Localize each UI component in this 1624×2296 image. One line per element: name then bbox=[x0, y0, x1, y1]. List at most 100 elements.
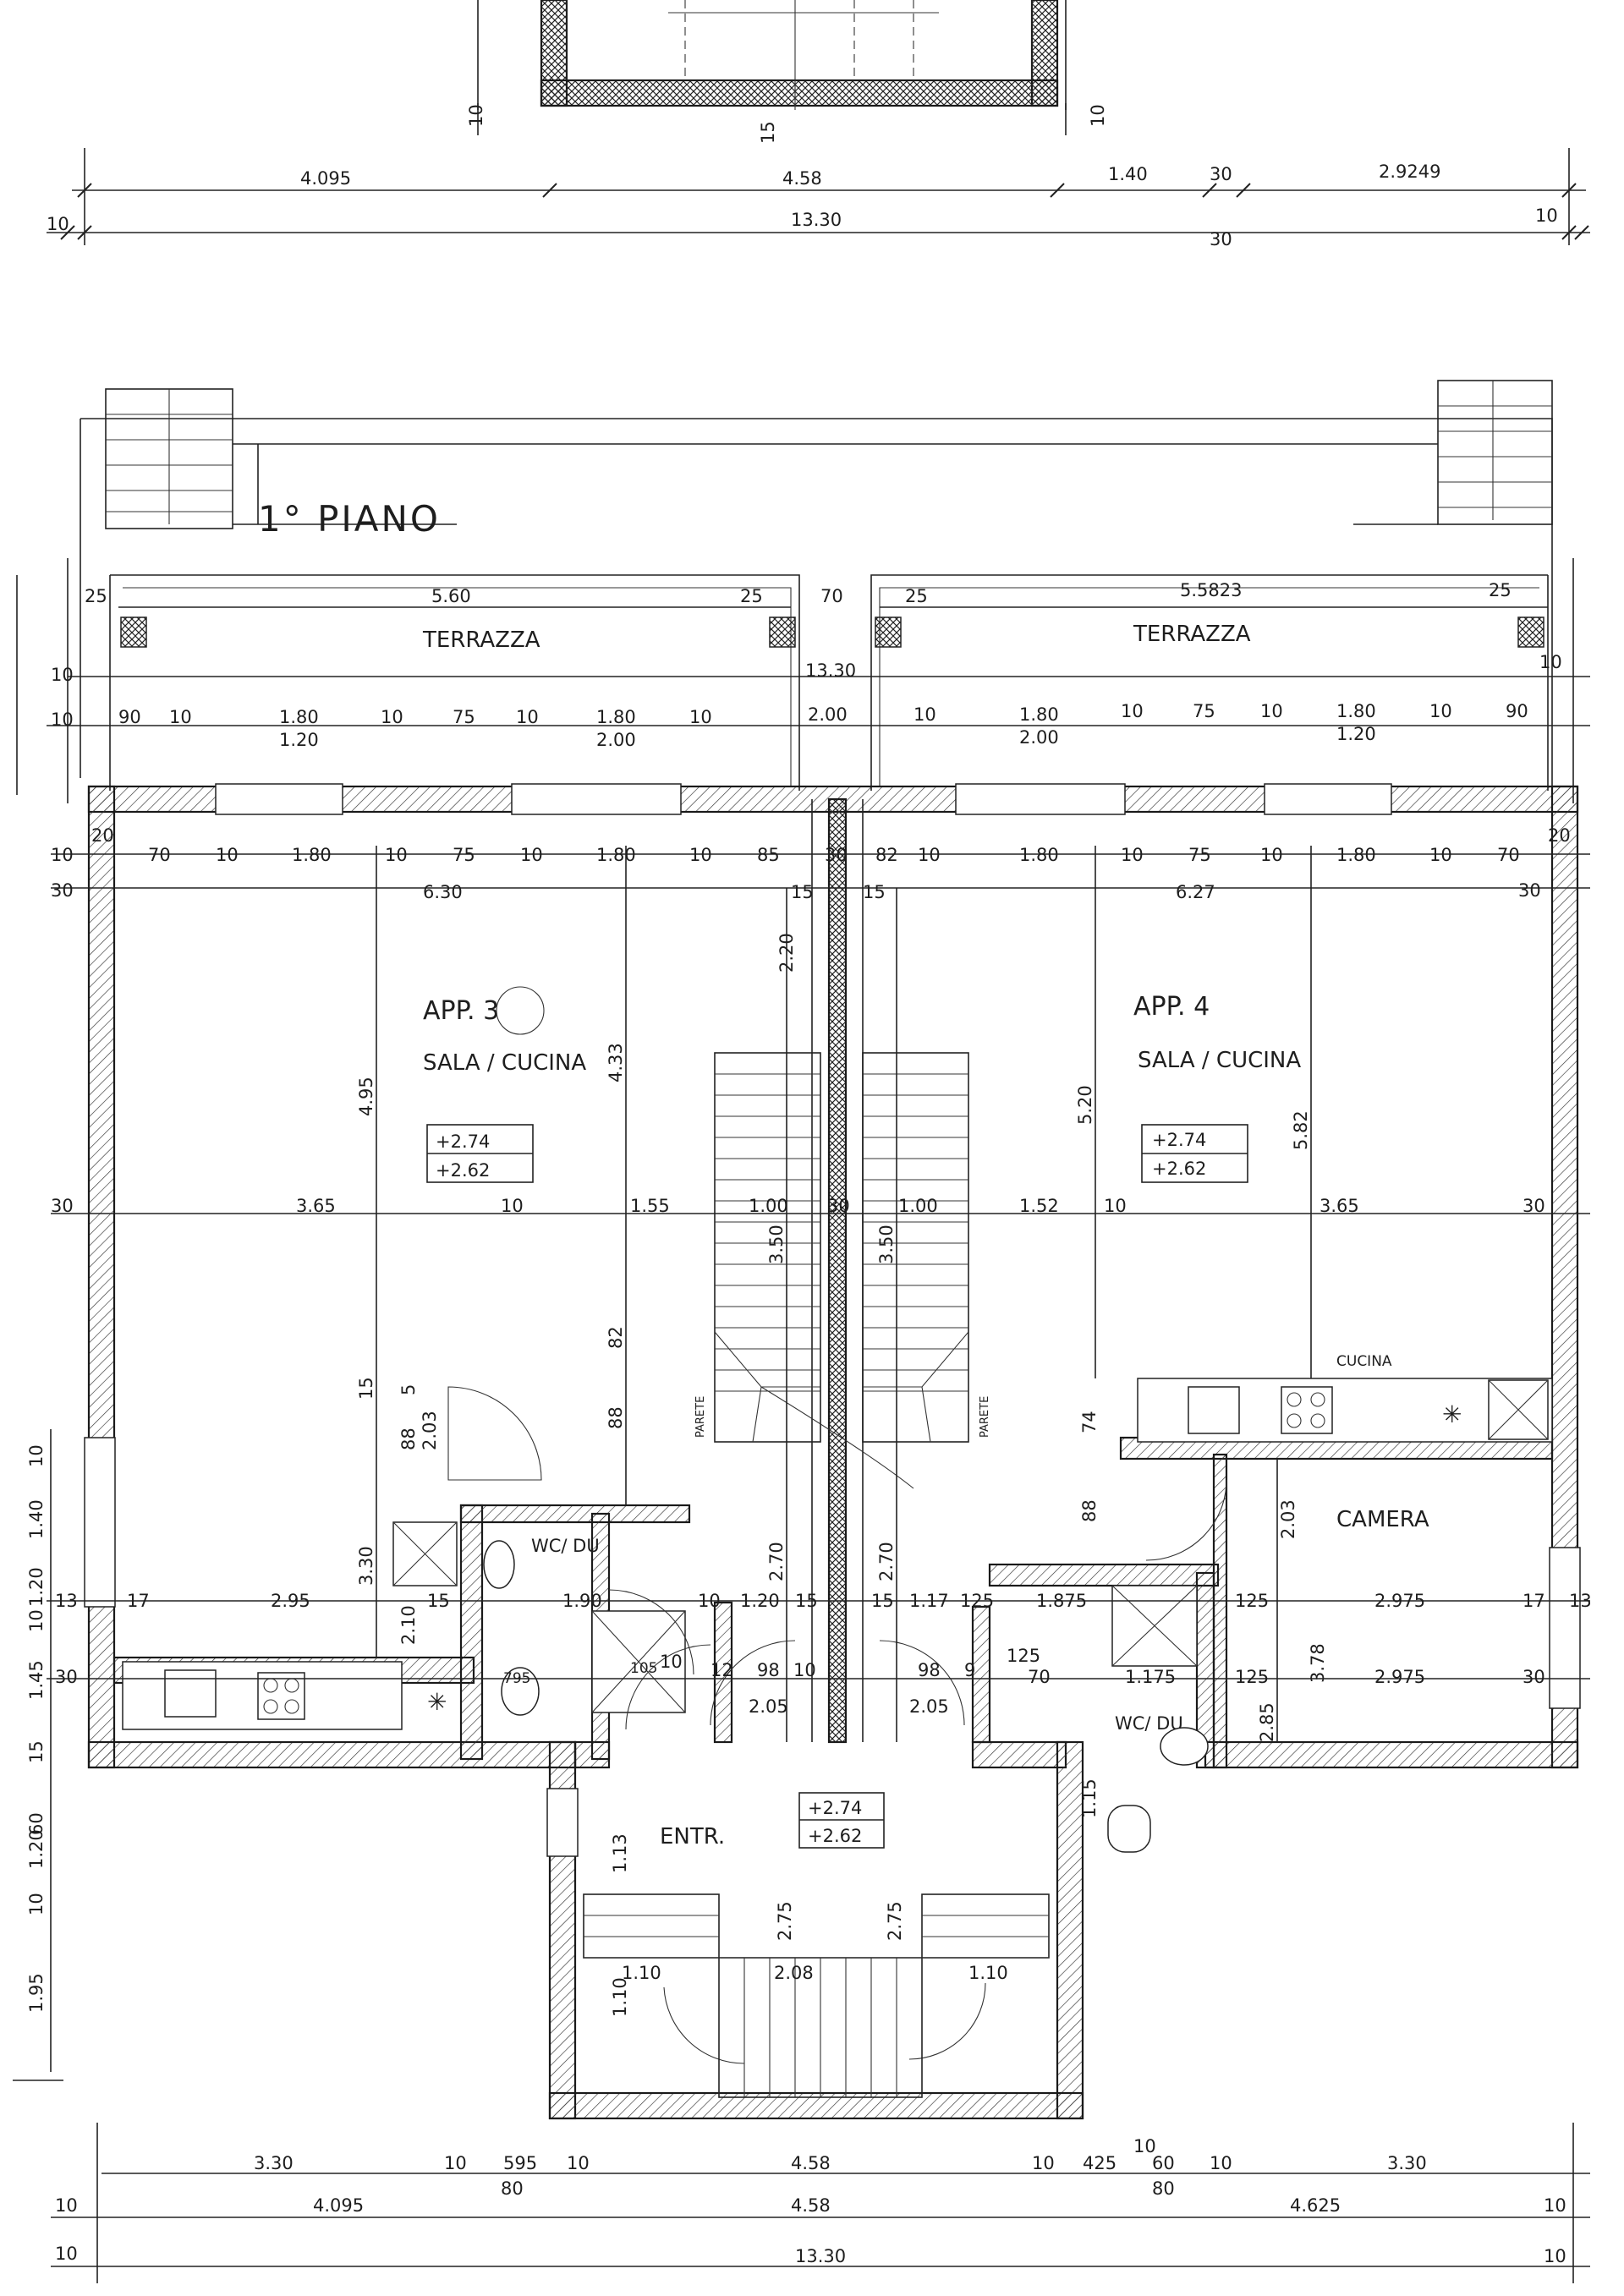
dim-b-3: 595 bbox=[503, 2153, 537, 2173]
dim-v-10: 15 bbox=[356, 1377, 376, 1400]
dim-top-5: 2.9249 bbox=[1379, 162, 1440, 182]
dim-ter-11: 1.20 bbox=[279, 730, 319, 750]
dim-ter-5: 25 bbox=[905, 586, 928, 606]
dim-mid-2: 3.65 bbox=[296, 1196, 336, 1216]
dim-low2-15: 30 bbox=[1522, 1667, 1545, 1687]
dim-top-2: 4.58 bbox=[782, 168, 822, 189]
dim-mid-6: 30 bbox=[827, 1196, 850, 1216]
dim-low-4: 15 bbox=[427, 1591, 450, 1611]
dim-v-12: 5 bbox=[398, 1384, 419, 1395]
dim-low-11: 125 bbox=[960, 1591, 994, 1611]
dim-in-13: 30 bbox=[825, 845, 848, 865]
dim-v-31: 1.10 bbox=[968, 1963, 1008, 1983]
dim-v-3: 4.33 bbox=[606, 1043, 626, 1082]
apartment-3-circle bbox=[496, 986, 545, 1035]
dim-v-17: 3.30 bbox=[356, 1546, 376, 1586]
dim-low-16: 13 bbox=[1569, 1591, 1592, 1611]
dim-v-7: 3.50 bbox=[876, 1225, 897, 1264]
dim-low2-8: 98 bbox=[918, 1660, 941, 1680]
dim-low-10: 1.17 bbox=[909, 1591, 949, 1611]
floor-title: 1° PIANO bbox=[258, 498, 441, 540]
dim-low-14: 2.975 bbox=[1374, 1591, 1425, 1611]
dim-l-6: 15 bbox=[26, 1740, 47, 1763]
dim-v-14: 74 bbox=[1079, 1411, 1100, 1433]
sink-right bbox=[1188, 1386, 1240, 1434]
dim-ter-8: 90 bbox=[118, 707, 141, 727]
dim-low2-5: 12 bbox=[710, 1660, 733, 1680]
dim-low-5: 1.90 bbox=[562, 1591, 602, 1611]
roof-outline: 1° PIANO bbox=[80, 380, 1553, 795]
dim-in-16: 1.80 bbox=[1019, 845, 1059, 865]
bottom-dimensions: 3.30 10 595 10 4.58 10 425 10 60 10 3.30… bbox=[51, 2123, 1590, 2283]
room-labels: APP. 3 SALA / CUCINA +2.74 +2.62 APP. 4 … bbox=[423, 986, 1429, 1849]
apartment-4-label: APP. 4 bbox=[1133, 992, 1210, 1022]
dim-ter-21: 2.00 bbox=[1019, 727, 1059, 748]
dim-v-23: 3.78 bbox=[1308, 1643, 1328, 1683]
dim-mid-1: 30 bbox=[51, 1196, 74, 1216]
apartment-3-label: APP. 3 bbox=[423, 996, 499, 1026]
dim-b-7: 425 bbox=[1083, 2153, 1116, 2173]
dim-low2-4: 10 bbox=[660, 1652, 683, 1672]
dim-v-28: 2.75 bbox=[885, 1901, 905, 1941]
dim-top-10: 10 bbox=[466, 104, 486, 127]
dim-ter-16: 2.00 bbox=[596, 730, 636, 750]
dim-b-21: 10 bbox=[1544, 2246, 1566, 2266]
dim-v-32: 1.10 bbox=[610, 1977, 630, 2017]
dim-low2-14: 2.975 bbox=[1374, 1667, 1425, 1687]
dim-low2-1: 30 bbox=[55, 1667, 78, 1687]
upper-floor-fragment bbox=[477, 0, 1067, 110]
entrance-level-top: +2.74 bbox=[808, 1798, 862, 1818]
dim-in-18: 75 bbox=[1188, 845, 1211, 865]
dim-v-9: 88 bbox=[606, 1406, 626, 1429]
dim-ter-side-b: 10 bbox=[51, 710, 74, 730]
dim-ter-3: 25 bbox=[740, 586, 763, 606]
dim-v-11: 88 bbox=[398, 1427, 419, 1450]
dim-ter-23: 75 bbox=[1193, 701, 1215, 721]
dim-top-3: 1.40 bbox=[1108, 164, 1148, 184]
dim-v-6: 3.50 bbox=[766, 1225, 787, 1264]
dim-in-6: 10 bbox=[385, 845, 408, 865]
entrance-label: ENTR. bbox=[660, 1824, 725, 1849]
dim-v-18: 2.10 bbox=[398, 1605, 419, 1645]
dim-ter-28: 90 bbox=[1506, 701, 1528, 721]
dim-ter-15: 1.80 bbox=[596, 707, 636, 727]
dim-l-9: 10 bbox=[26, 1893, 47, 1915]
dim-in-15: 10 bbox=[918, 845, 941, 865]
dim-ter-side-c: 10 bbox=[1539, 652, 1562, 672]
dim-in2-1: 30 bbox=[51, 880, 74, 901]
dim-top-4: 30 bbox=[1210, 164, 1232, 184]
dim-top-9: 30 bbox=[1210, 229, 1232, 249]
dim-low2-11: 70 bbox=[1028, 1667, 1051, 1687]
dim-b-12: 80 bbox=[501, 2178, 524, 2199]
app4-level-bottom: +2.62 bbox=[1152, 1159, 1206, 1179]
dim-low-2: 17 bbox=[127, 1591, 150, 1611]
exterior-walls bbox=[84, 783, 1581, 1769]
stair-treads-left bbox=[106, 389, 233, 524]
bedroom-label: CAMERA bbox=[1336, 1507, 1429, 1532]
dim-in-11: 85 bbox=[757, 845, 780, 865]
dim-v-4: 5.20 bbox=[1075, 1085, 1095, 1125]
dim-mid-10: 3.65 bbox=[1320, 1196, 1359, 1216]
dim-in2-2: 6.30 bbox=[423, 882, 463, 902]
stove-left bbox=[257, 1672, 305, 1720]
dim-in-2: 20 bbox=[91, 825, 114, 846]
dim-b-16: 4.58 bbox=[791, 2195, 831, 2216]
dim-ter-2: 5.60 bbox=[431, 586, 471, 606]
central-stairs: PARETE PARETE bbox=[694, 1052, 991, 1489]
interior-walls bbox=[112, 1436, 1554, 2120]
sink-left bbox=[164, 1669, 217, 1718]
dim-l-2: 1.40 bbox=[26, 1499, 47, 1539]
door-swings bbox=[447, 1386, 1227, 2064]
dim-top-8: 10 bbox=[1535, 205, 1558, 226]
dim-in-21: 10 bbox=[1429, 845, 1452, 865]
dim-ter-4: 70 bbox=[820, 586, 843, 606]
dim-ter-26: 1.20 bbox=[1336, 724, 1376, 744]
dim-in-19: 10 bbox=[1260, 845, 1283, 865]
dim-in-17: 10 bbox=[1121, 845, 1144, 865]
dim-in-5: 1.80 bbox=[292, 845, 332, 865]
dim-b-10: 10 bbox=[1210, 2153, 1232, 2173]
dim-b-8: 10 bbox=[1133, 2136, 1156, 2156]
dim-b-5: 4.58 bbox=[791, 2153, 831, 2173]
dim-b-4: 10 bbox=[567, 2153, 590, 2173]
